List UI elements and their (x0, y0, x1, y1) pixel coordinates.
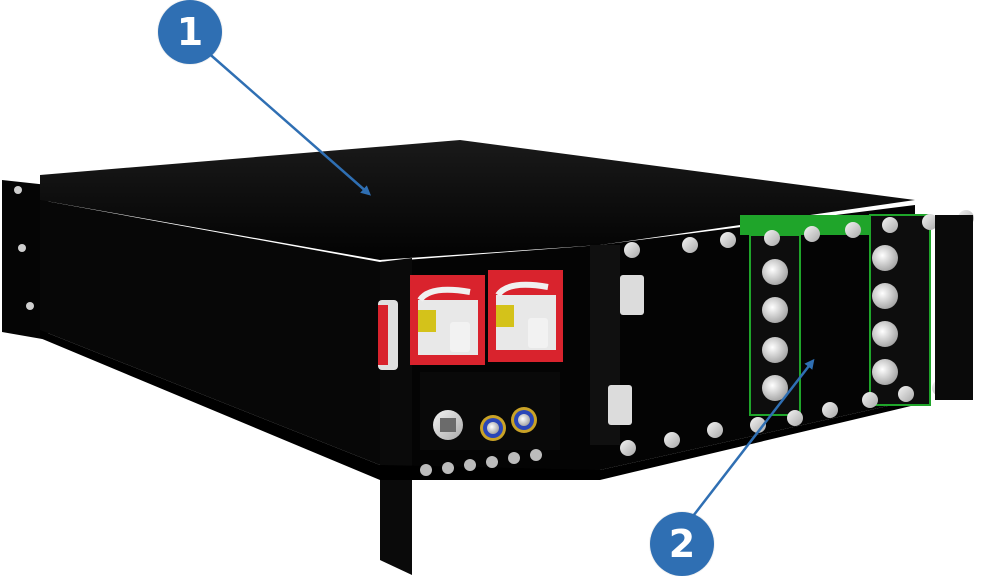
rack-screw (14, 186, 22, 194)
rack-ear-left (2, 180, 48, 340)
module-cards (590, 210, 974, 456)
callout-1-number: 1 (176, 10, 204, 54)
callout-2-arrow (689, 358, 815, 521)
rack-screw (26, 302, 34, 310)
callout-2-number: 2 (668, 522, 696, 566)
chassis-top (40, 140, 915, 260)
chassis-side (40, 200, 380, 465)
callout-2-badge: 2 (650, 512, 714, 576)
power-supplies (378, 270, 563, 370)
callout-1-arrow (204, 49, 372, 196)
rack-screw (18, 244, 26, 252)
io-panel (420, 372, 560, 476)
callout-1-badge: 1 (158, 0, 222, 64)
chassis-bottom (40, 330, 915, 480)
